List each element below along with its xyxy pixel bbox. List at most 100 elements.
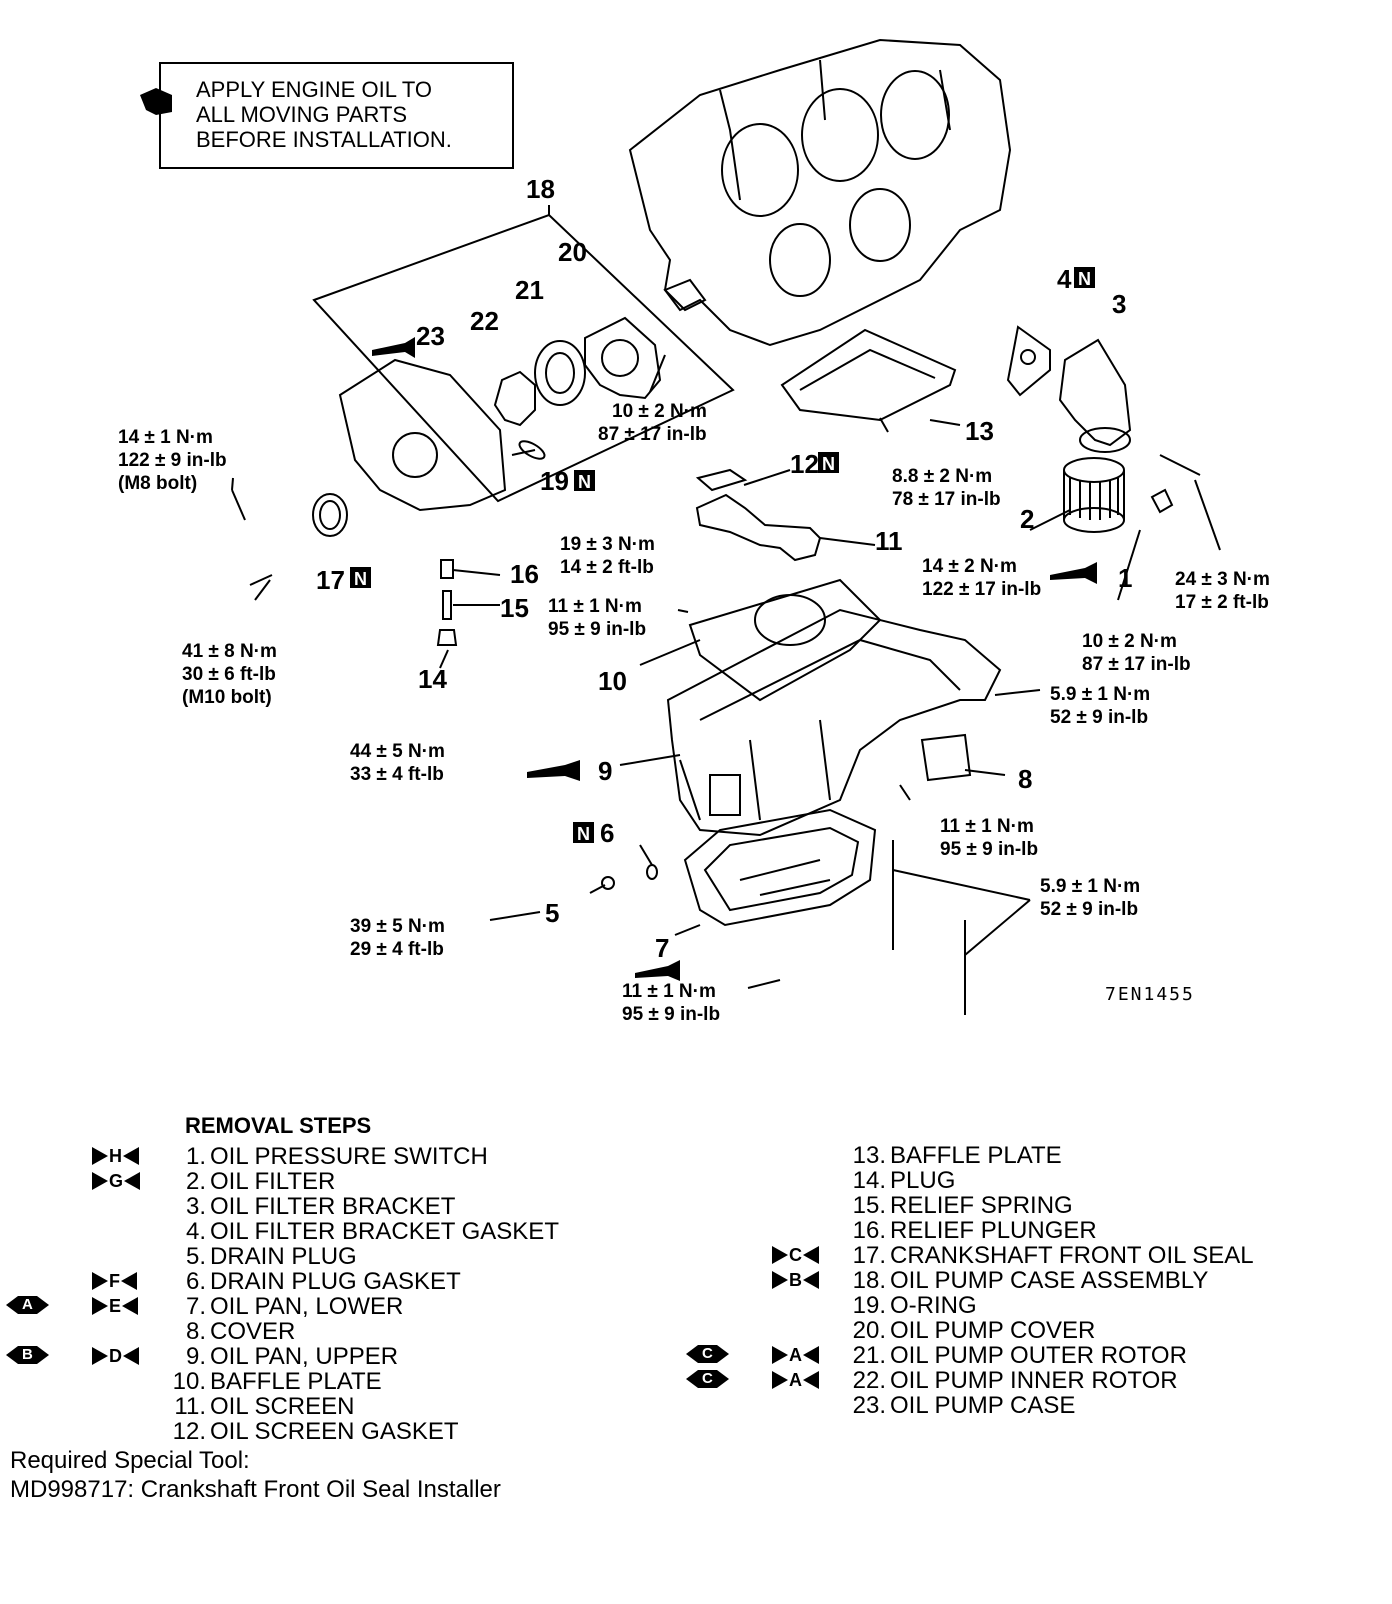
torque-lower-pan-1: 11 ± 1 N·m bbox=[622, 981, 716, 1002]
torque-pan-side-1: 5.9 ± 1 N·m bbox=[1050, 684, 1150, 705]
step-text: OIL FILTER BRACKET bbox=[210, 1193, 456, 1220]
new-part-mark-19 bbox=[574, 470, 595, 491]
step-number: 15. bbox=[852, 1192, 886, 1219]
removal-mark: G bbox=[92, 1171, 141, 1191]
callout-19: 19 bbox=[540, 466, 569, 496]
callout-23: 23 bbox=[416, 321, 445, 351]
callout-11: 11 bbox=[875, 526, 903, 556]
torque-cover8-1: 11 ± 1 N·m bbox=[940, 816, 1034, 837]
step-text: OIL PUMP OUTER ROTOR bbox=[890, 1342, 1187, 1369]
step-text: CRANKSHAFT FRONT OIL SEAL bbox=[890, 1242, 1254, 1269]
oil-pump-cover-20-drawing bbox=[584, 316, 662, 400]
torque-long-bolts-2: 52 ± 9 in-lb bbox=[1040, 899, 1138, 920]
bracket-bolt-drawing bbox=[1159, 454, 1201, 476]
special-tool-item: MD998717: Crankshaft Front Oil Seal Inst… bbox=[10, 1476, 501, 1503]
oil-screen-gasket-12-drawing bbox=[695, 468, 748, 492]
step-number: 12. bbox=[172, 1418, 206, 1445]
torque-m10-3: (M10 bolt) bbox=[182, 687, 272, 708]
torque-m10-2: 30 ± 6 ft-lb bbox=[182, 664, 276, 685]
callout-16: 16 bbox=[510, 559, 539, 589]
step-text: OIL FILTER bbox=[210, 1168, 336, 1195]
torque-cover8-2: 95 ± 9 in-lb bbox=[940, 839, 1038, 860]
baffle-plate-10-drawing bbox=[688, 578, 882, 702]
torque-screen-2: 14 ± 2 ft-lb bbox=[560, 557, 654, 578]
step-text: OIL PAN, UPPER bbox=[210, 1343, 399, 1370]
removal-mark: A bbox=[772, 1345, 819, 1365]
oil-filter-bracket-3-drawing bbox=[1058, 338, 1132, 447]
torque-switch-2: 87 ± 17 in-lb bbox=[1082, 654, 1191, 675]
new-part-mark-12 bbox=[818, 452, 839, 473]
removal-step-row: 13.BAFFLE PLATE bbox=[700, 1143, 1392, 1168]
installation-mark-oval: C bbox=[686, 1370, 729, 1388]
removal-step-row: 12.OIL SCREEN GASKET bbox=[0, 1419, 700, 1444]
callout-21: 21 bbox=[515, 275, 544, 305]
torque-filter-2: 122 ± 17 in-lb bbox=[922, 579, 1041, 600]
step-text: DRAIN PLUG GASKET bbox=[210, 1268, 461, 1295]
oil-pressure-switch-1-drawing bbox=[1150, 488, 1174, 514]
step-number: 9. bbox=[185, 1343, 206, 1370]
note-box bbox=[159, 62, 514, 169]
relief-plunger-16-drawing bbox=[440, 559, 454, 579]
oil-filter-2-drawing bbox=[1063, 457, 1125, 533]
removal-step-row: G 2.OIL FILTER bbox=[0, 1169, 700, 1194]
svg-text:N: N bbox=[1078, 269, 1091, 289]
step-number: 21. bbox=[852, 1342, 886, 1369]
step-text: OIL PUMP CASE bbox=[890, 1392, 1076, 1419]
baffle-plate-13-drawing bbox=[780, 328, 957, 422]
step-number: 10. bbox=[172, 1368, 206, 1395]
oil-screen-11-drawing bbox=[695, 493, 822, 562]
o-ring-19-drawing bbox=[518, 440, 546, 460]
callout-6: 6 bbox=[600, 818, 614, 848]
step-text: OIL PAN, LOWER bbox=[210, 1293, 404, 1320]
step-number: 2. bbox=[185, 1168, 206, 1195]
step-text: OIL PRESSURE SWITCH bbox=[210, 1143, 488, 1170]
oil-pump-case-23-drawing bbox=[338, 358, 507, 512]
callout-9: 9 bbox=[598, 756, 612, 786]
step-text: O-RING bbox=[890, 1292, 977, 1319]
step-text: DRAIN PLUG bbox=[210, 1243, 357, 1270]
callout-17: 17 bbox=[316, 565, 345, 595]
oil-mark-1 bbox=[1050, 562, 1097, 584]
step-number: 5. bbox=[185, 1243, 206, 1270]
step-text: OIL PUMP INNER ROTOR bbox=[890, 1367, 1178, 1394]
callout-7: 7 bbox=[655, 933, 669, 963]
removal-mark: D bbox=[92, 1346, 139, 1366]
removal-mark: H bbox=[92, 1146, 139, 1166]
torque-screen-1: 19 ± 3 N·m bbox=[560, 534, 655, 555]
step-text: OIL PUMP CASE ASSEMBLY bbox=[890, 1267, 1209, 1294]
installation-mark-oval: C bbox=[686, 1345, 729, 1363]
step-text: RELIEF SPRING bbox=[890, 1192, 1073, 1219]
step-number: 14. bbox=[852, 1167, 886, 1194]
step-number: 3. bbox=[185, 1193, 206, 1220]
step-number: 19. bbox=[852, 1292, 886, 1319]
step-number: 11. bbox=[174, 1393, 206, 1420]
step-text: RELIEF PLUNGER bbox=[890, 1217, 1097, 1244]
callout-20: 20 bbox=[558, 237, 587, 267]
removal-mark: B bbox=[772, 1270, 819, 1290]
m10-bolt-drawing bbox=[249, 574, 273, 586]
removal-step-row: 16.RELIEF PLUNGER bbox=[700, 1218, 1392, 1243]
torque-lower-pan-2: 95 ± 9 in-lb bbox=[622, 1004, 720, 1025]
cover-8-drawing bbox=[920, 733, 972, 782]
special-tool: Required Special Tool: MD998717: Cranksh… bbox=[10, 1446, 501, 1504]
figure-code: 7EN1455 bbox=[1105, 984, 1195, 1005]
removal-step-row: C A 21.OIL PUMP OUTER ROTOR bbox=[686, 1342, 1392, 1369]
torque-drain-2: 29 ± 4 ft-lb bbox=[350, 939, 444, 960]
removal-step-row: 20.OIL PUMP COVER bbox=[700, 1318, 1392, 1343]
removal-step-row: 14.PLUG bbox=[700, 1168, 1392, 1193]
removal-step-row: 23.OIL PUMP CASE bbox=[700, 1393, 1392, 1418]
special-tool-heading: Required Special Tool: bbox=[10, 1447, 250, 1474]
torque-switch-1: 10 ± 2 N·m bbox=[1082, 631, 1177, 652]
step-number: 17. bbox=[852, 1242, 886, 1269]
step-number: 20. bbox=[852, 1317, 886, 1344]
oil-can-icon bbox=[140, 88, 172, 115]
step-text: COVER bbox=[210, 1318, 296, 1345]
removal-step-row: 15.RELIEF SPRING bbox=[700, 1193, 1392, 1218]
torque-baffle13-1: 8.8 ± 2 N·m bbox=[892, 466, 992, 487]
oil-apply-marks bbox=[140, 88, 1097, 981]
